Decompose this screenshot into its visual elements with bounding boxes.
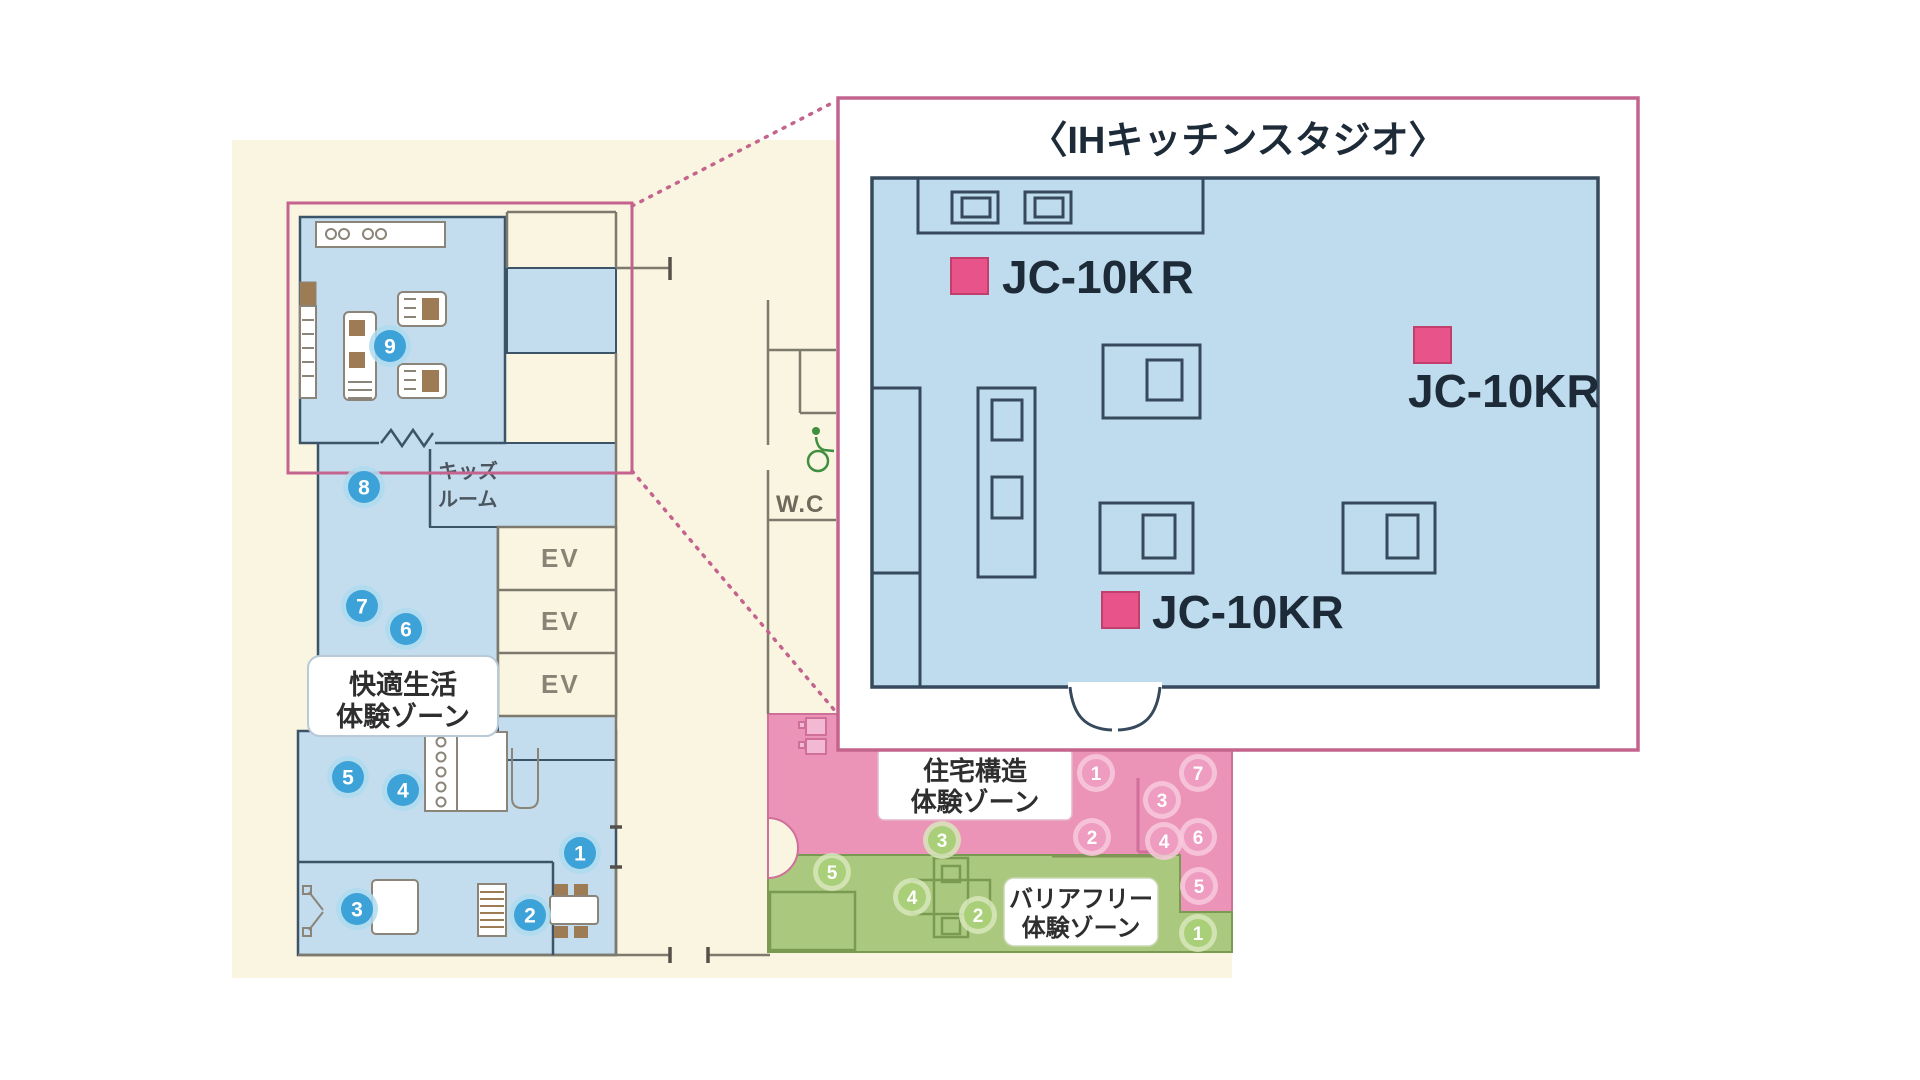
door-arc-notch — [767, 816, 799, 880]
blue-number-marker-3: 3 — [336, 888, 378, 930]
svg-text:快適生活: 快適生活 — [349, 669, 457, 700]
svg-text:6: 6 — [400, 619, 412, 642]
svg-text:3: 3 — [1157, 791, 1168, 812]
pink-zone-door-icon — [798, 717, 827, 755]
green-number-marker-1: 1 — [1179, 914, 1217, 952]
green-number-marker-5: 5 — [813, 853, 851, 891]
sink-u-shape — [511, 748, 539, 809]
square-table — [371, 879, 419, 935]
blue-number-marker-6: 6 — [385, 608, 427, 650]
svg-text:1: 1 — [1091, 764, 1102, 785]
elevator-shaft: EV EV EV — [496, 525, 618, 718]
blue-number-marker-2: 2 — [509, 894, 551, 936]
pink-number-marker-7: 7 — [1179, 754, 1217, 792]
svg-text:8: 8 — [358, 477, 370, 500]
ev-label: EV — [541, 543, 580, 573]
blue-number-marker-8: 8 — [343, 466, 385, 508]
blue-number-marker-5: 5 — [327, 756, 369, 798]
kids-room-label: キッズ — [438, 459, 498, 483]
svg-text:7: 7 — [356, 596, 368, 619]
green-number-marker-3: 3 — [923, 821, 961, 859]
pink-number-marker-2: 2 — [1073, 818, 1111, 856]
svg-text:バリアフリー: バリアフリー — [1009, 886, 1153, 913]
zoom-region-rect — [286, 201, 634, 475]
svg-text:5: 5 — [827, 863, 838, 884]
numbered-markers: 9 8 7 6 5 4 1 3 2 1 7 3 2 4 6 5 3 5 4 2 1 — [327, 325, 1218, 952]
pink-number-marker-1: 1 — [1077, 754, 1115, 792]
svg-text:5: 5 — [342, 767, 354, 790]
blue-number-marker-9: 9 — [369, 325, 411, 367]
green-number-marker-2: 2 — [959, 896, 997, 934]
inset-callout: 〈IHキッチンスタジオ〉 — [836, 96, 1640, 752]
svg-text:6: 6 — [1193, 828, 1204, 849]
svg-text:1: 1 — [574, 843, 586, 866]
zone-label-housing: 住宅構造 体験ゾーン — [877, 747, 1073, 821]
product-marker-3: JC-10KR — [1101, 586, 1344, 638]
ev-label: EV — [541, 606, 580, 636]
inset-title: 〈IHキッチンスタジオ〉 — [1029, 120, 1446, 162]
wheelchair-icon — [806, 427, 835, 473]
svg-text:2: 2 — [1087, 828, 1098, 849]
pink-number-marker-6: 6 — [1179, 818, 1217, 856]
stove-icon — [325, 228, 387, 240]
product-marker-1: JC-10KR — [950, 251, 1194, 303]
svg-text:体験ゾーン: 体験ゾーン — [1022, 914, 1141, 942]
svg-text:住宅構造: 住宅構造 — [923, 756, 1027, 786]
svg-text:7: 7 — [1193, 764, 1204, 785]
svg-text:2: 2 — [524, 905, 536, 928]
svg-text:体験ゾーン: 体験ゾーン — [911, 787, 1040, 817]
svg-text:9: 9 — [384, 336, 396, 359]
inset-door-arcs — [1068, 686, 1162, 732]
shelf — [299, 281, 317, 307]
green-number-marker-4: 4 — [893, 878, 931, 916]
door-leaf-icon — [302, 885, 324, 937]
svg-text:4: 4 — [907, 888, 918, 909]
svg-text:4: 4 — [397, 780, 409, 803]
callout-dotted-lines — [630, 99, 838, 714]
svg-text:JC-10KR: JC-10KR — [1152, 586, 1344, 638]
svg-text:1: 1 — [1193, 924, 1204, 945]
green-room — [768, 890, 857, 952]
door-zigzag — [380, 427, 435, 449]
ev-label: EV — [541, 669, 580, 699]
zone-label-barrier-free: バリアフリー 体験ゾーン — [1003, 877, 1159, 947]
svg-text:4: 4 — [1159, 832, 1170, 853]
ev-lobby-lower — [497, 715, 617, 761]
pink-number-marker-3: 3 — [1143, 781, 1181, 819]
wall-end-ticks — [610, 257, 710, 963]
dining-table — [549, 895, 599, 925]
pink-number-marker-4: 4 — [1145, 822, 1183, 860]
blue-number-marker-1: 1 — [559, 832, 601, 874]
svg-text:JC-10KR: JC-10KR — [1002, 251, 1194, 303]
pink-number-marker-5: 5 — [1180, 867, 1218, 905]
svg-text:3: 3 — [937, 831, 948, 852]
svg-text:体験ゾーン: 体験ゾーン — [336, 702, 470, 732]
blue-number-marker-4: 4 — [382, 769, 424, 811]
kids-room — [429, 442, 617, 528]
svg-text:2: 2 — [973, 906, 984, 927]
inset-furniture — [870, 176, 1437, 689]
ev-lobby-upper — [506, 267, 617, 354]
product-markers: JC-10KR JC-10KR JC-10KR — [950, 251, 1600, 638]
kids-room-label: ルーム — [438, 489, 497, 511]
zone-label-comfort: 快適生活 体験ゾーン — [307, 655, 499, 737]
svg-text:5: 5 — [1194, 877, 1205, 898]
svg-text:JC-10KR: JC-10KR — [1408, 365, 1600, 417]
svg-text:3: 3 — [351, 899, 363, 922]
product-marker-2: JC-10KR — [1408, 326, 1600, 417]
studio-room — [298, 215, 507, 449]
wc-label: W.C — [776, 491, 824, 518]
blue-number-marker-7: 7 — [341, 585, 383, 627]
